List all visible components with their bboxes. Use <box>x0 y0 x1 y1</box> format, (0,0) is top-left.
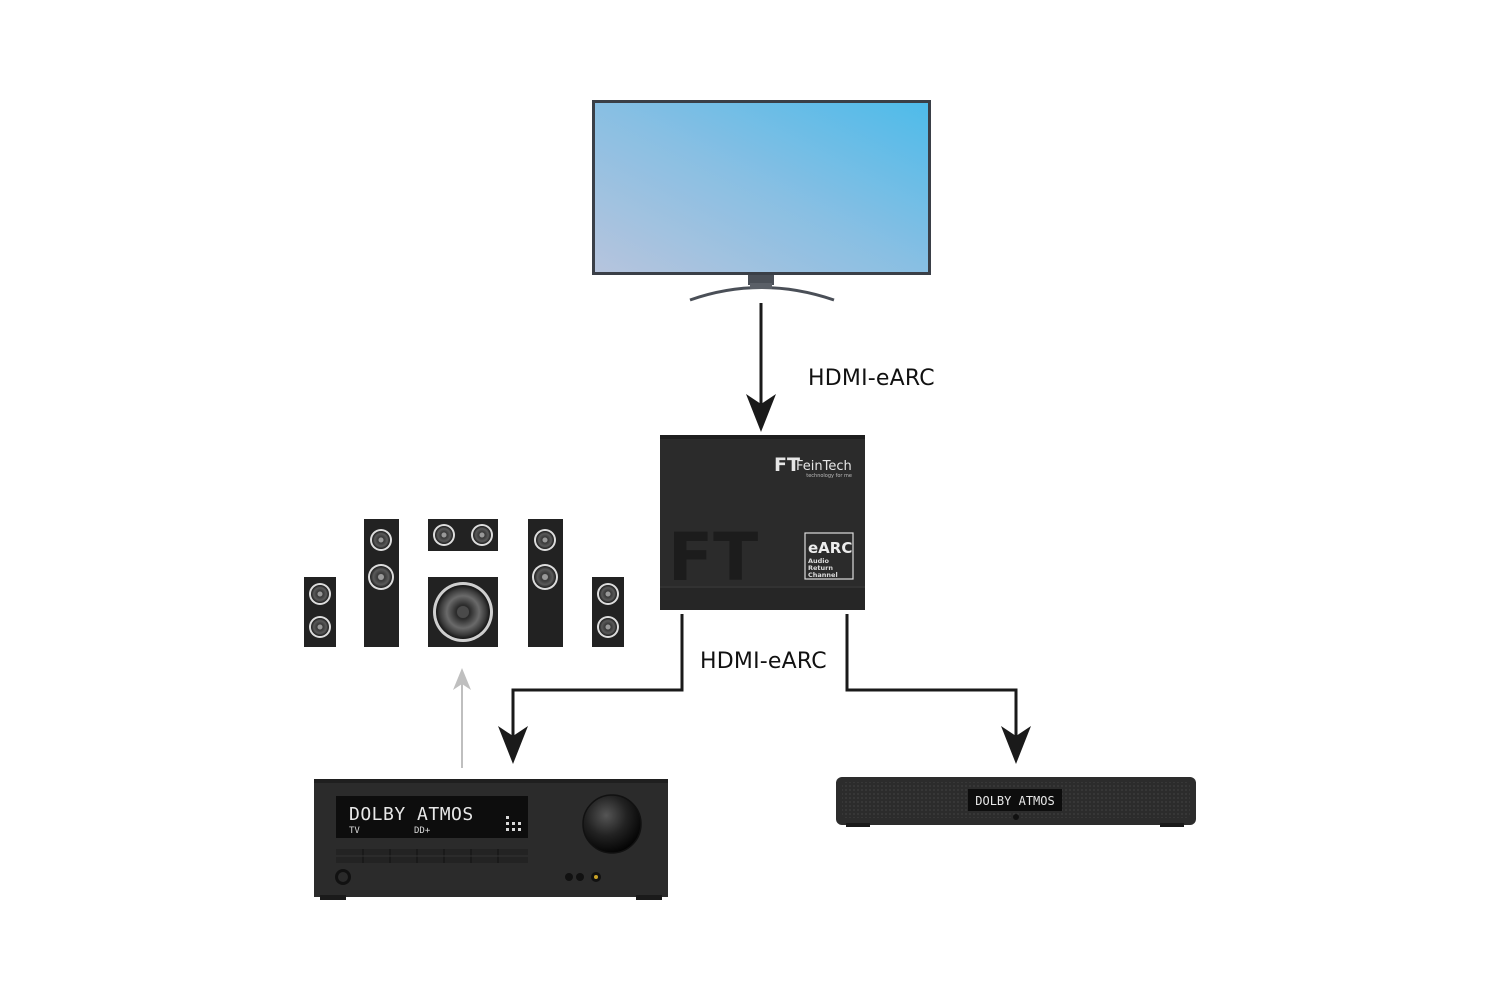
brand-tagline: technology for me <box>806 473 852 479</box>
receiver-button-row <box>336 849 528 863</box>
speaker-set <box>304 519 624 647</box>
extractor-logo-mark: FT <box>668 519 758 596</box>
speaker-front-left <box>364 519 399 647</box>
brand-name: FeinTech <box>796 459 852 474</box>
speaker-front-right <box>528 519 563 647</box>
receiver-display-main: DOLBY ATMOS <box>349 804 474 825</box>
soundbar: DOLBY ATMOS <box>836 777 1196 827</box>
earc-badge-line-3: Channel <box>808 571 838 579</box>
connection-label-extractor-outputs: HDMI-eARC <box>700 649 827 674</box>
tv <box>592 100 931 300</box>
av-receiver: DOLBY ATMOS TV DD+ <box>314 779 668 900</box>
receiver-display-input: TV <box>349 826 360 836</box>
tv-screen <box>595 103 928 272</box>
speaker-subwoofer <box>428 577 498 647</box>
earc-extractor: FT FT FeinTech technology for me eARC Au… <box>660 435 865 610</box>
arrow-extractor-to-receiver <box>498 614 682 764</box>
connection-label-tv-extractor: HDMI-eARC <box>808 366 935 391</box>
soundbar-display-text: DOLBY ATMOS <box>975 794 1054 808</box>
receiver-jack <box>565 873 573 881</box>
arrow-tv-to-extractor <box>746 303 776 432</box>
speaker-surround-right <box>592 577 624 647</box>
tv-stand <box>690 288 834 301</box>
earc-badge-title: eARC <box>808 539 852 557</box>
receiver-display-format: DD+ <box>414 826 431 836</box>
speaker-center <box>428 519 498 551</box>
arrow-extractor-to-soundbar <box>847 614 1031 764</box>
speaker-surround-left <box>304 577 336 647</box>
arrow-receiver-to-speakers <box>453 668 471 768</box>
